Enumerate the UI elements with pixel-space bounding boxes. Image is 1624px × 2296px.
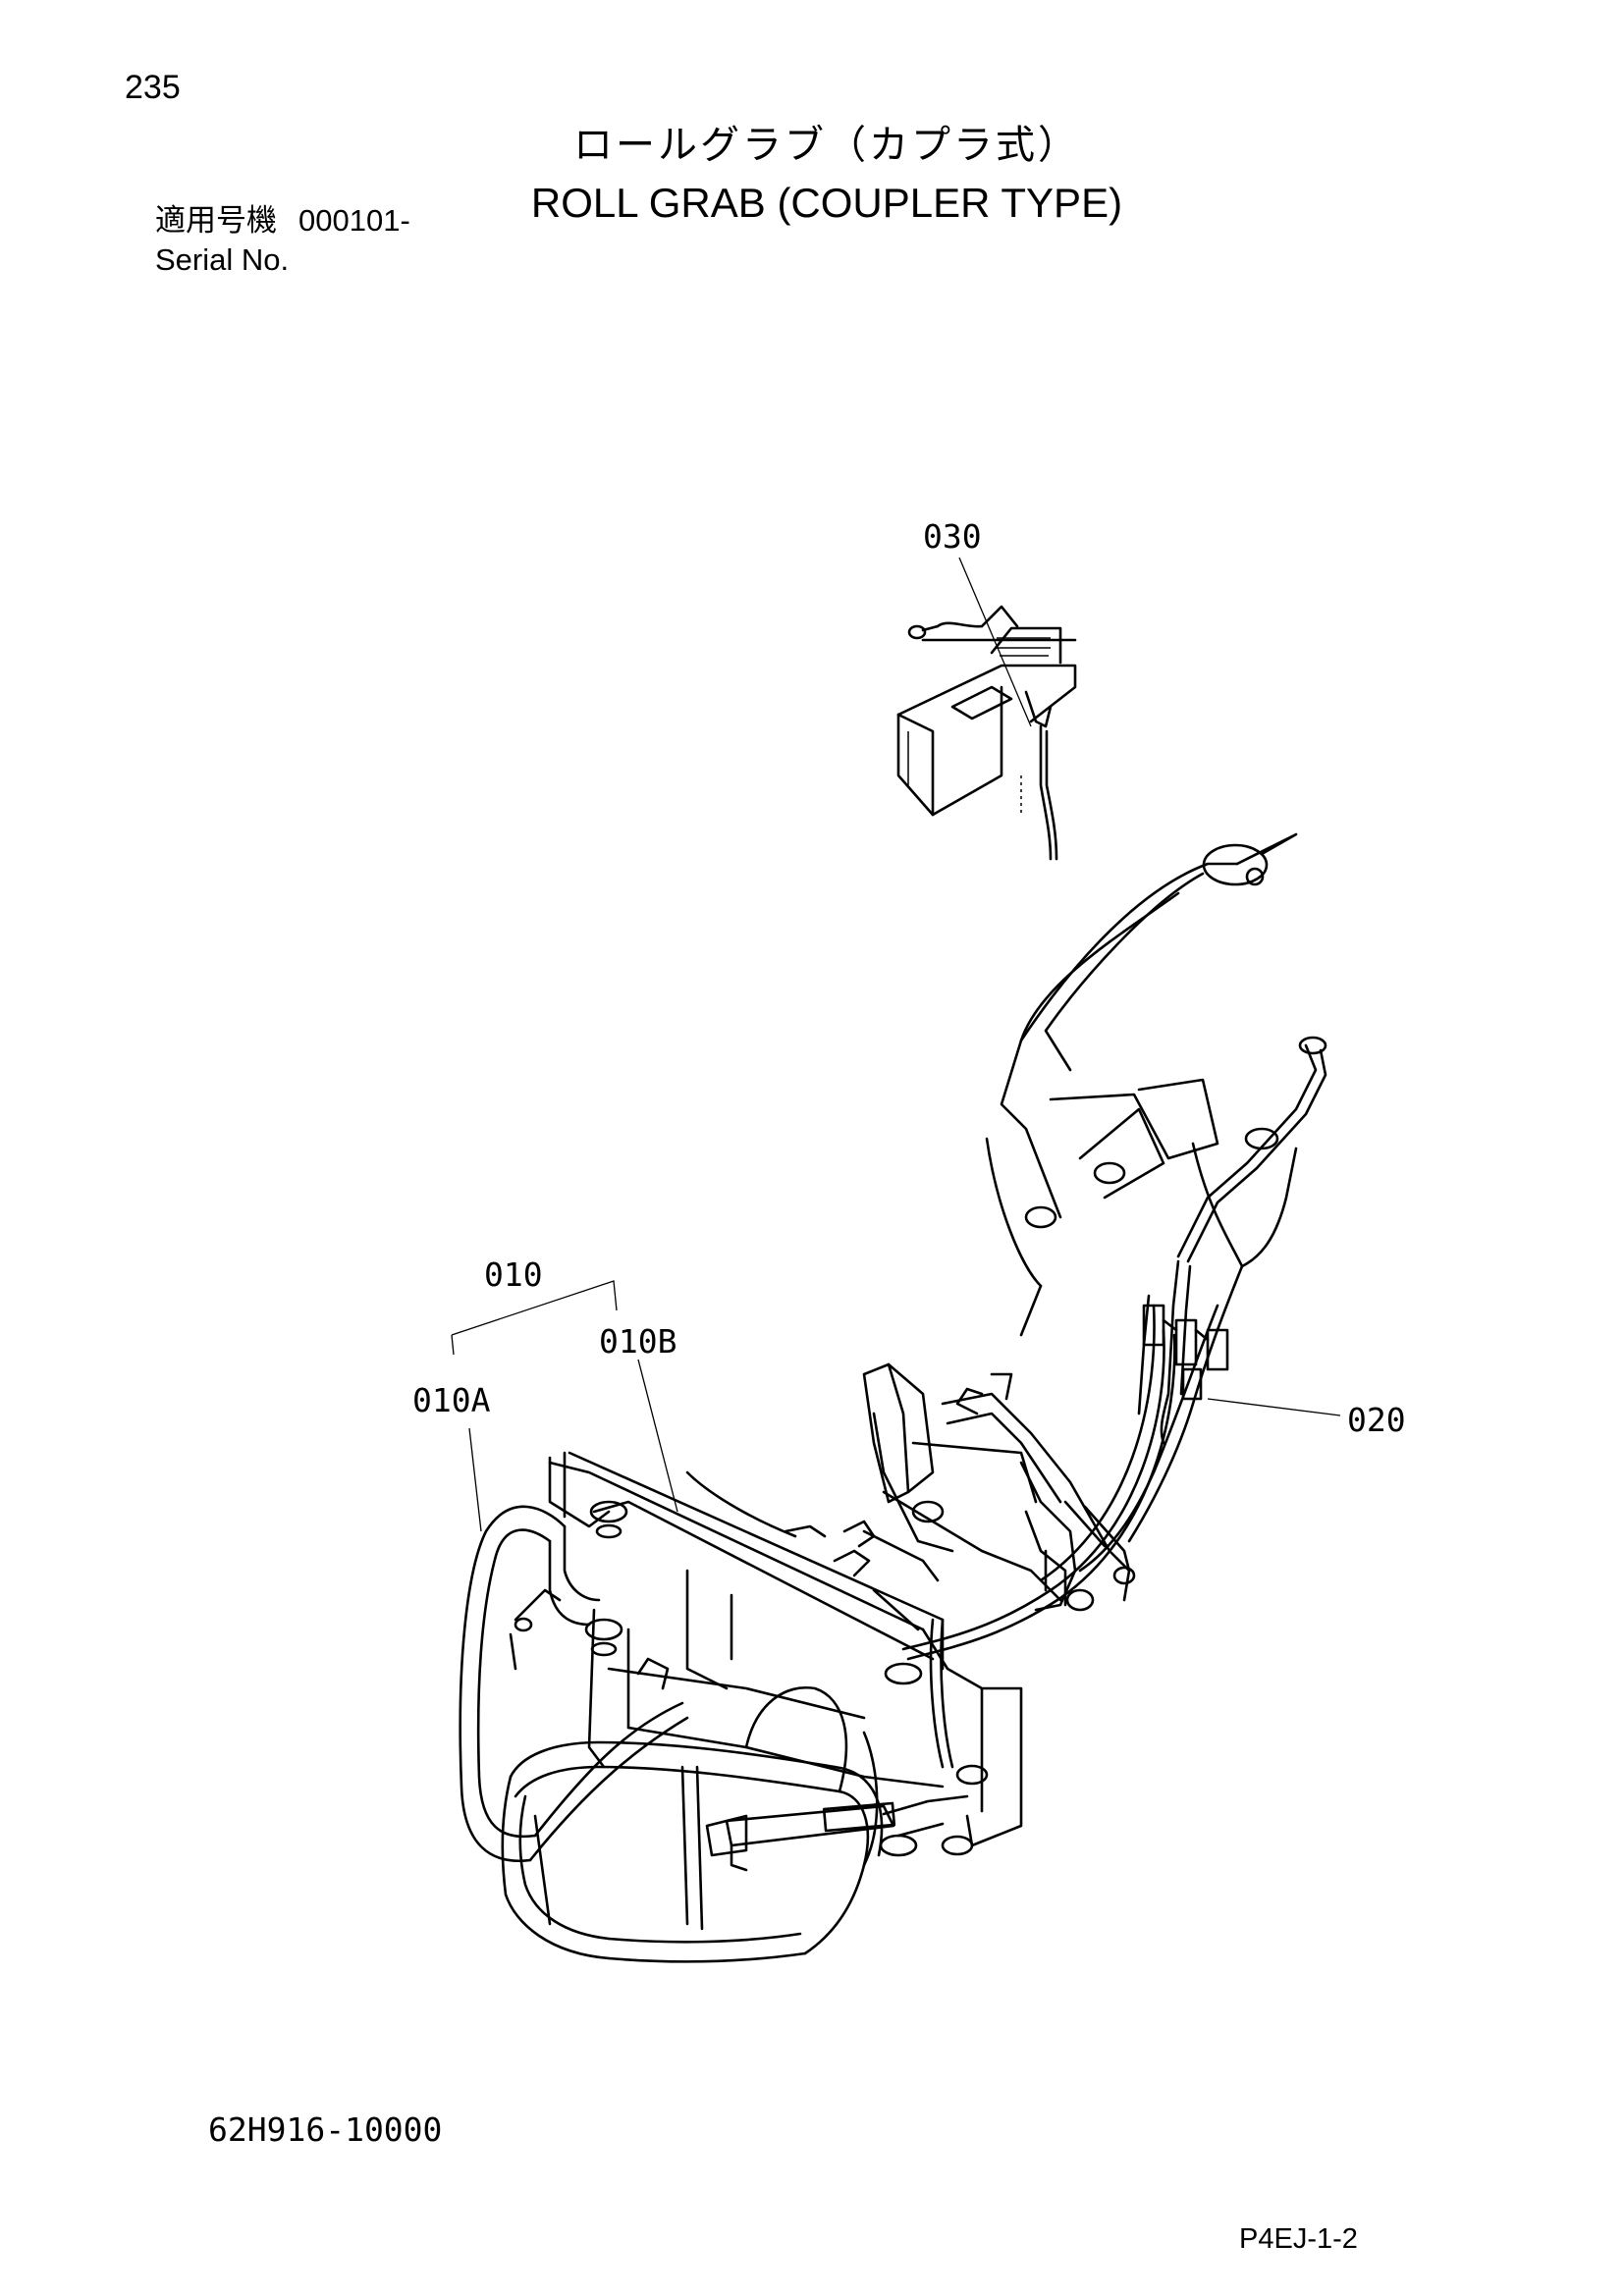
- roll-grab-attachment-icon: [459, 1451, 1023, 1963]
- coupler-icon: [862, 1362, 1136, 1612]
- callout-010: 010: [484, 1255, 543, 1294]
- control-lever-assembly-icon: [896, 605, 1077, 861]
- title-block: ロールグラブ（カプラ式） ROLL GRAB (COUPLER TYPE): [0, 113, 1624, 227]
- callout-020: 020: [1347, 1401, 1406, 1439]
- loader-arm-icon: [901, 832, 1298, 1661]
- serial-block: 適用号機 000101- Serial No.: [155, 201, 410, 280]
- page-number: 235: [125, 69, 181, 106]
- page-title-en: ROLL GRAB (COUPLER TYPE): [530, 180, 1123, 226]
- callout-030: 030: [923, 517, 982, 556]
- callout-leaders: [451, 557, 1341, 1532]
- hose-assembly-020: [1137, 1036, 1327, 1445]
- serial-label-en: Serial No.: [155, 242, 290, 277]
- callout-010A: 010A: [412, 1381, 491, 1419]
- page-code: P4EJ-1-2: [1239, 2223, 1358, 2255]
- serial-label-jp: 適用号機: [155, 203, 277, 239]
- page-title-jp: ロールグラブ（カプラ式）: [573, 123, 1080, 168]
- callout-010B: 010B: [599, 1322, 677, 1361]
- drawing-code: 62H916-10000: [208, 2110, 443, 2149]
- serial-value: 000101-: [298, 203, 410, 238]
